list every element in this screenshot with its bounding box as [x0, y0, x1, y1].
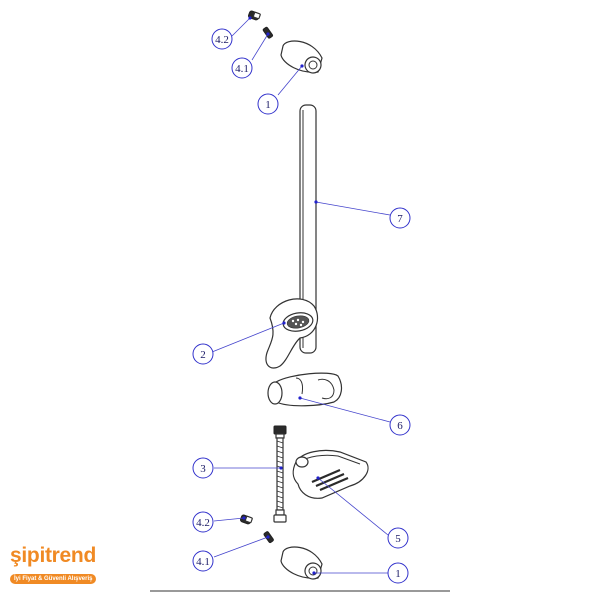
svg-text:5: 5	[395, 533, 401, 545]
callout-4-1-top: 4.1	[231, 57, 253, 79]
leader-lines	[211, 16, 391, 575]
bottom-wall-bracket-1	[280, 546, 323, 580]
bottom-small-screw-4-2	[239, 514, 253, 525]
callout-4-2-bottom: 4.2	[192, 511, 214, 533]
soap-dish-5	[292, 449, 369, 499]
svg-text:4.1: 4.1	[235, 63, 249, 75]
hand-shower-2	[265, 298, 319, 369]
callout-4-1-bottom: 4.1	[192, 550, 214, 572]
svg-text:7: 7	[397, 213, 403, 225]
callout-4-2-top: 4.2	[211, 28, 233, 50]
brand-name: şipitrend	[10, 544, 96, 567]
callout-1-top: 1	[257, 93, 279, 115]
svg-text:2: 2	[200, 349, 206, 361]
svg-text:4.1: 4.1	[196, 556, 210, 568]
svg-text:4.2: 4.2	[215, 34, 229, 46]
svg-text:1: 1	[395, 568, 401, 580]
callout-3: 3	[192, 457, 214, 479]
brand-logo: şipitrend İyi Fiyat & Güvenli Alışveriş	[10, 545, 120, 585]
callout-2: 2	[192, 343, 214, 365]
callout-7: 7	[389, 207, 411, 229]
svg-text:6: 6	[397, 420, 403, 432]
svg-text:1: 1	[265, 99, 271, 111]
callout-1-bottom: 1	[387, 562, 409, 584]
brand-tagline: İyi Fiyat & Güvenli Alışveriş	[10, 574, 97, 584]
callout-6: 6	[389, 414, 411, 436]
svg-text:3: 3	[200, 463, 206, 475]
callout-5: 5	[387, 527, 409, 549]
top-wall-bracket-1	[280, 40, 323, 74]
svg-text:4.2: 4.2	[196, 517, 210, 529]
shower-hose-3	[273, 425, 287, 523]
slider-holder-6	[267, 372, 343, 407]
